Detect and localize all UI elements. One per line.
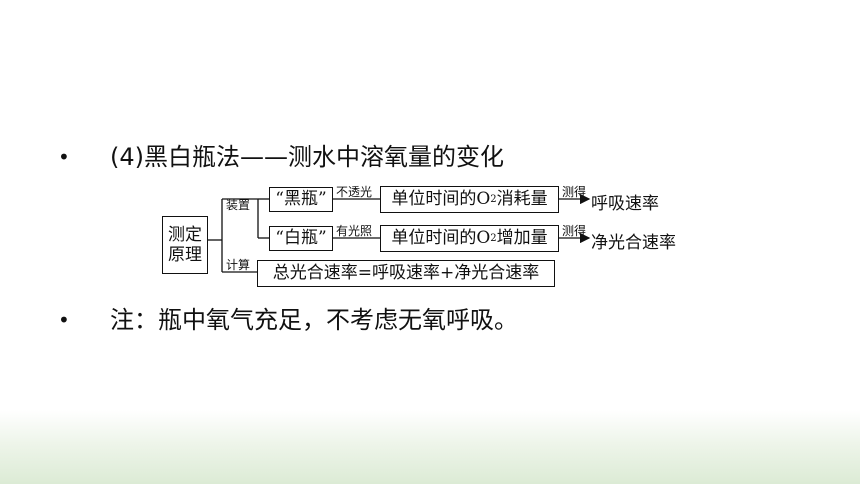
black-measure-pre: 单位时间的O [391,189,491,210]
black-measure-post: 消耗量 [496,189,548,210]
black-measure-sub: 2 [490,193,497,205]
formula-box: 总光合速率=呼吸速率+净光合速率 [257,260,555,287]
arrow-label-1: 测得 [562,185,587,199]
white-measure-pre: 单位时间的O [391,228,491,249]
root-box: 测定 原理 [162,216,208,274]
root-label-line2: 原理 [168,245,202,265]
white-condition-label: 有光照 [336,224,373,238]
black-condition-label: 不透光 [336,185,373,199]
calc-label: 计算 [226,258,251,272]
note-text: 注：瓶中氧气充足，不考虑无氧呼吸。 [110,306,518,334]
method-heading: (4)黑白瓶法——测水中溶氧量的变化 [110,143,504,171]
black-bottle-box: “黑瓶” [269,187,333,212]
white-measure-post: 增加量 [496,228,548,249]
root-label-line1: 测定 [168,224,202,245]
bullet-icon: • [58,308,70,332]
result-net-photosynthesis: 净光合速率 [591,233,676,253]
device-label: 装置 [226,198,251,212]
result-respiration: 呼吸速率 [591,194,659,214]
white-bottle-box: “白瓶” [269,226,333,251]
footer-band [0,410,860,484]
white-measure-sub: 2 [490,232,497,244]
bullet-icon: • [58,145,70,169]
arrow-label-2: 测得 [562,224,587,238]
